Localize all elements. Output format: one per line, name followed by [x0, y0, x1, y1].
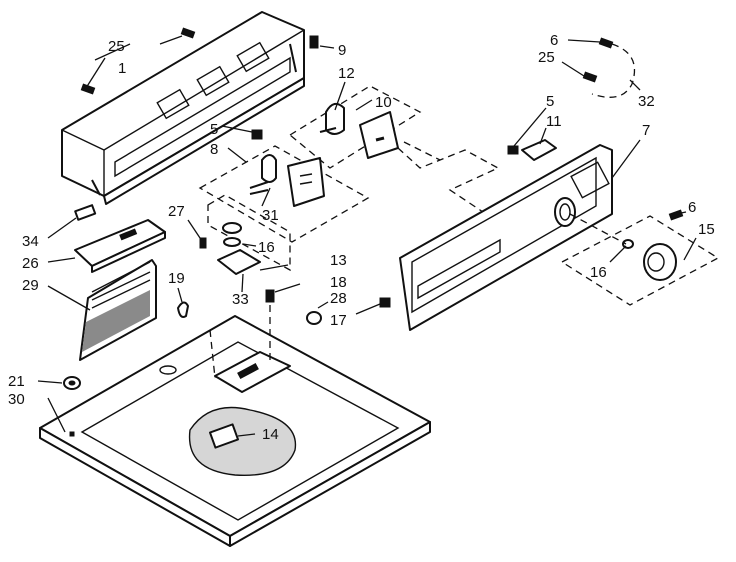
lint-cover-26 [47, 219, 166, 273]
callout-28: 28 [330, 290, 347, 307]
callout-25-right: 25 [538, 49, 555, 66]
callout-18: 18 [330, 274, 347, 291]
console-backsplash-part [61, 11, 305, 205]
callout-32: 32 [638, 93, 655, 110]
callout-7: 7 [642, 122, 650, 139]
screw-17 [355, 297, 391, 315]
screw-5-left [221, 125, 263, 140]
timer-box-group-10 [288, 81, 422, 169]
switch-box-group-8 [198, 145, 370, 243]
screw-27 [187, 219, 207, 249]
clip-34 [47, 204, 97, 239]
screw-18 [265, 283, 301, 303]
foot-28 [306, 301, 329, 325]
callout-27: 27 [168, 203, 185, 220]
callout-6-right: 6 [688, 199, 696, 216]
callout-14: 14 [262, 426, 279, 443]
callout-13: 13 [330, 252, 347, 269]
top-panel-30 [39, 305, 431, 547]
callout-30: 30 [8, 391, 25, 408]
callout-33: 33 [232, 291, 249, 308]
callout-9: 9 [338, 42, 346, 59]
callout-34: 34 [22, 233, 39, 250]
callout-16-center: 16 [258, 239, 275, 256]
screw-6-right [668, 209, 687, 221]
callout-26: 26 [22, 255, 39, 272]
callout-15: 15 [698, 221, 715, 238]
switch-11 [521, 127, 557, 161]
knob-box-group-15 [560, 213, 720, 306]
wire-harness-32 [591, 43, 641, 98]
callout-1: 1 [118, 60, 126, 77]
callout-21: 21 [8, 373, 25, 390]
screw-9 [309, 35, 335, 49]
callout-8: 8 [210, 141, 218, 158]
callout-5-right: 5 [546, 93, 554, 110]
control-panel-7 [399, 139, 641, 331]
bracket-group-13 [207, 194, 291, 293]
callout-11: 11 [546, 113, 562, 130]
screw-25-right [561, 61, 598, 83]
callout-25-top: 25 [108, 38, 125, 55]
clip-19 [177, 287, 189, 318]
callout-5-left: 5 [210, 121, 218, 138]
callout-19: 19 [168, 270, 185, 287]
lint-filter-29 [47, 259, 157, 361]
callout-17: 17 [330, 312, 347, 329]
callout-6-top: 6 [550, 32, 558, 49]
callout-29: 29 [22, 277, 39, 294]
callout-16-right: 16 [590, 264, 607, 281]
callout-10: 10 [375, 94, 392, 111]
callout-12: 12 [338, 65, 355, 82]
screw-5-right [507, 107, 547, 155]
screw-25-top [80, 27, 196, 95]
foot-21 [37, 376, 81, 390]
callout-31: 31 [262, 207, 279, 224]
screw-6-top [567, 37, 614, 49]
